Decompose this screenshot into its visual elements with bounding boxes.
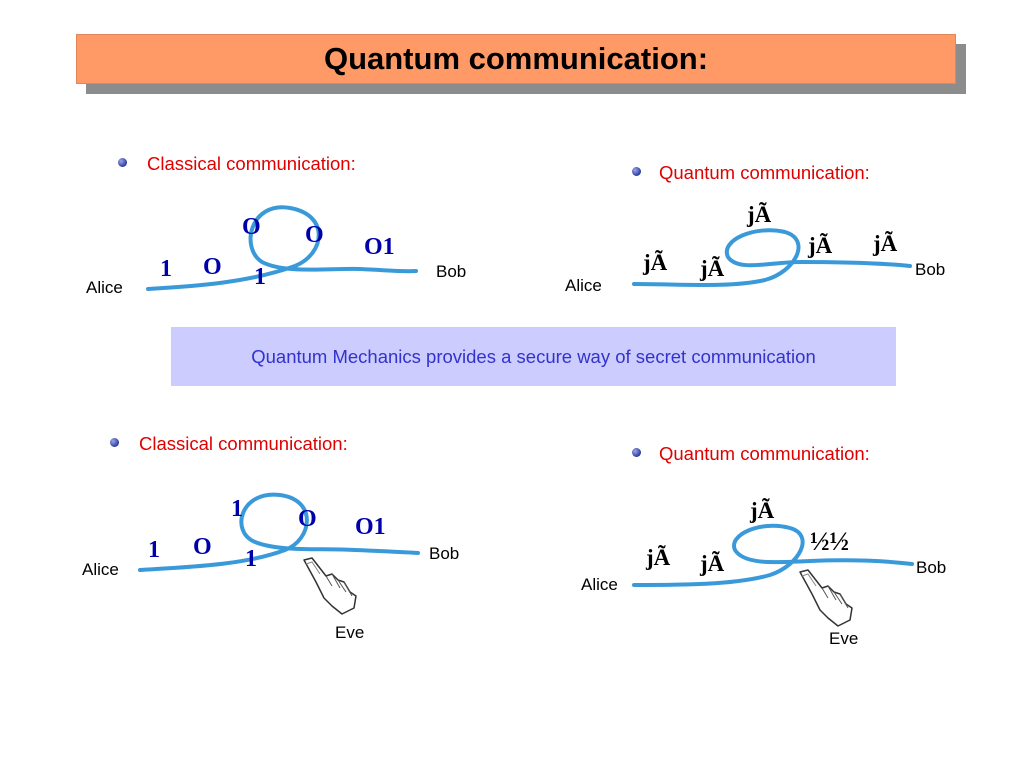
bit-label: O	[242, 214, 261, 240]
alice-label: Alice	[581, 575, 618, 594]
channel-wire	[138, 492, 420, 572]
bullet-icon	[110, 438, 119, 447]
heading-quantum-top: Quantum communication:	[659, 162, 870, 183]
pointing-hand-icon	[303, 557, 357, 615]
bit-label: 1	[231, 496, 243, 522]
channel-wire	[632, 228, 912, 287]
bullet-icon	[632, 167, 641, 176]
heading-classical-top: Classical communication:	[147, 153, 356, 174]
alice-label: Alice	[86, 278, 123, 297]
quantum-state-label: jÃ	[699, 256, 725, 281]
bit-label: O	[298, 506, 317, 532]
bit-label: O	[305, 222, 324, 248]
eve-label: Eve	[335, 623, 364, 642]
bob-label: Bob	[915, 260, 945, 279]
bit-label: O	[193, 534, 212, 560]
quantum-state-label: jÃ	[746, 202, 772, 227]
quantum-state-label: jÃ	[872, 231, 898, 256]
quantum-state-label: jÃ	[699, 551, 725, 576]
bit-label: 1	[160, 256, 172, 282]
page-title: Quantum communication:	[323, 41, 709, 76]
eve-label: Eve	[829, 629, 858, 648]
bit-label: 1	[254, 264, 266, 290]
bob-label: Bob	[436, 262, 466, 281]
alice-label: Alice	[82, 560, 119, 579]
bob-label: Bob	[916, 558, 946, 577]
bullet-icon	[118, 158, 127, 167]
quantum-state-label: jÃ	[807, 233, 833, 258]
heading-classical-bottom: Classical communication:	[139, 433, 348, 454]
title-banner: Quantum communication:	[76, 34, 956, 84]
banner-text: Quantum Mechanics provides a secure way …	[251, 345, 816, 367]
bob-label: Bob	[429, 544, 459, 563]
channel-wire	[632, 523, 914, 587]
bit-label: O	[203, 254, 222, 280]
quantum-state-label: jÃ	[642, 250, 668, 275]
quantum-state-label: ½½	[810, 527, 849, 556]
quantum-state-label: jÃ	[749, 498, 775, 523]
alice-label: Alice	[565, 276, 602, 295]
channel-wire	[146, 205, 418, 291]
bit-label: O1	[364, 234, 395, 260]
pointing-hand-icon	[799, 569, 853, 627]
heading-quantum-bottom: Quantum communication:	[659, 443, 870, 464]
quantum-state-label: jÃ	[645, 545, 671, 570]
bit-label: 1	[245, 546, 257, 572]
bullet-icon	[632, 448, 641, 457]
message-banner: Quantum Mechanics provides a secure way …	[171, 327, 896, 386]
bit-label: 1	[148, 537, 160, 563]
bit-label: O1	[355, 514, 386, 540]
